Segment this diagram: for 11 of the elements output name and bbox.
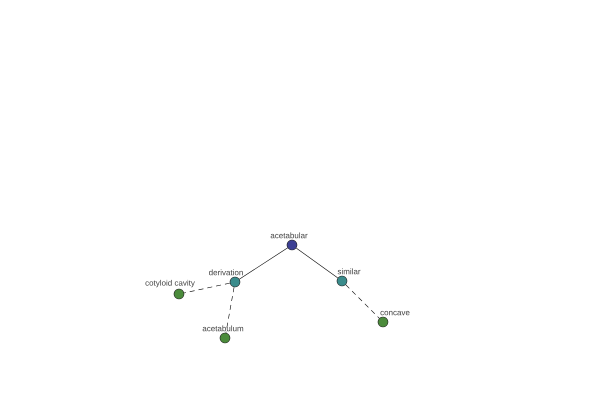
- node-label: acetabular: [270, 232, 308, 238]
- node-label: similar: [338, 268, 360, 274]
- node-label: acetabulum: [202, 325, 244, 332]
- connector-line: [226, 286, 234, 334]
- connector-line: [345, 284, 380, 319]
- connector-line: [184, 282, 230, 294]
- connector-line: [296, 248, 338, 278]
- node-label: cotyloid cavity: [145, 280, 195, 288]
- connector-line: [239, 248, 288, 280]
- node-label: concave: [380, 310, 410, 316]
- node-label: derivation: [209, 269, 243, 276]
